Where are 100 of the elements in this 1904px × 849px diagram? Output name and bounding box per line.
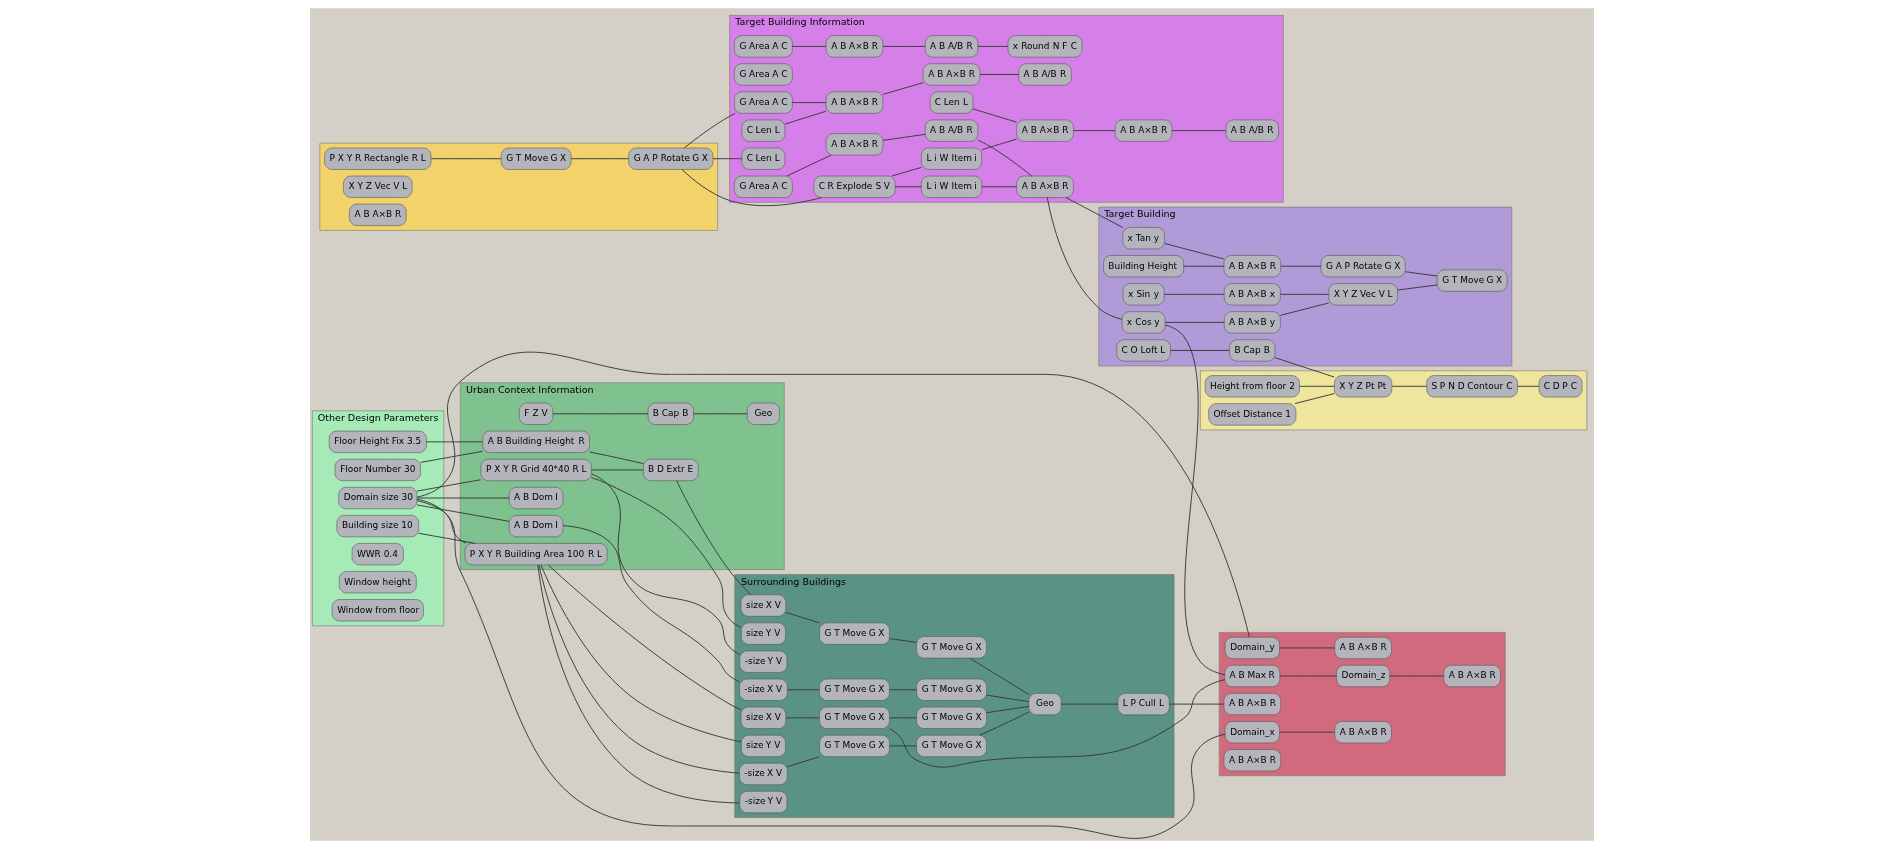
node-box: C Len L xyxy=(741,119,786,142)
node-box: P X Y R Grid 40*40 R L xyxy=(480,458,592,481)
connector xyxy=(882,133,926,141)
node-box: A B A×B R xyxy=(825,35,884,58)
node-box: L i W Item i xyxy=(921,147,982,170)
connector xyxy=(591,477,742,629)
node-box: -size X V xyxy=(739,678,788,701)
node-box: G T Move G X xyxy=(819,622,890,645)
node-box: A B A×B x xyxy=(1223,283,1281,306)
connector xyxy=(1274,357,1335,378)
connector xyxy=(426,441,483,443)
node-box: A B A/B R xyxy=(924,35,979,58)
connector xyxy=(681,169,822,207)
node-box: G T Move G X xyxy=(916,734,987,757)
node-box: Floor Height Fix 3.5 xyxy=(328,430,427,453)
cluster xyxy=(1200,370,1588,431)
node-box: A B A×B R xyxy=(1223,749,1281,772)
connector xyxy=(590,469,644,471)
node-box: C Len L xyxy=(741,147,786,170)
node-box: A B A×B R xyxy=(1223,255,1281,278)
node-box: -size Y V xyxy=(739,791,788,814)
connector xyxy=(1279,647,1336,649)
connector xyxy=(1389,675,1445,677)
connector xyxy=(589,451,644,465)
node-box: Building size 10 xyxy=(336,515,420,538)
connector xyxy=(1391,385,1428,387)
connector xyxy=(418,532,476,544)
connector xyxy=(1404,271,1438,277)
connector xyxy=(676,480,752,596)
node-box: C D P C xyxy=(1538,375,1583,398)
connector xyxy=(1280,302,1330,316)
connector xyxy=(986,705,1030,714)
connector xyxy=(1073,130,1116,132)
node-box: X Y Z Pt Pt xyxy=(1334,375,1393,398)
connector xyxy=(416,500,467,544)
node-box: A B A×B R xyxy=(922,63,981,86)
node-box: Offset Distance 1 xyxy=(1208,403,1297,426)
connector xyxy=(420,450,483,463)
connector xyxy=(540,564,742,743)
node-box: G T Move G X xyxy=(500,147,572,170)
connector xyxy=(416,504,510,522)
cluster xyxy=(319,142,718,231)
connector xyxy=(416,498,1226,839)
connector xyxy=(712,158,743,160)
node-box: G T Move G X xyxy=(916,706,987,729)
connector xyxy=(889,689,918,691)
connector xyxy=(547,564,742,711)
connector xyxy=(416,479,482,492)
connector xyxy=(882,45,926,47)
node-box: Domain_z xyxy=(1336,664,1390,688)
connector xyxy=(1164,321,1225,323)
connector xyxy=(1280,265,1322,267)
node-box: Geo xyxy=(746,402,780,425)
connector xyxy=(1299,385,1335,387)
node-box: WWR 0.4 xyxy=(351,543,404,566)
node-box: B Cap B xyxy=(1229,339,1276,362)
connector xyxy=(791,45,827,47)
node-box: G Area A C xyxy=(734,63,793,86)
connector xyxy=(562,525,740,683)
connector xyxy=(979,711,1030,736)
connector xyxy=(1060,703,1119,705)
node-box: G T Move G X xyxy=(916,678,987,701)
connector xyxy=(1279,731,1336,733)
node-box: Building Height xyxy=(1103,255,1184,278)
node-box: F Z V xyxy=(519,402,554,425)
connector xyxy=(1517,385,1540,387)
node-box: A B Max R xyxy=(1224,664,1281,688)
node-box: A B A/B R xyxy=(1225,119,1279,142)
connector xyxy=(1294,393,1335,405)
connector xyxy=(891,166,922,177)
node-box: x Cos y xyxy=(1121,311,1166,334)
node-box: G Area A C xyxy=(734,35,793,58)
node-box: P X Y R Rectangle R L xyxy=(324,147,432,170)
connector xyxy=(1065,197,1124,228)
connector xyxy=(894,186,922,188)
node-box: A B A×B R xyxy=(1114,119,1173,142)
connector xyxy=(981,186,1017,188)
connector xyxy=(1397,284,1438,291)
node-box: A B Dom I xyxy=(508,515,564,538)
connector xyxy=(889,745,918,747)
connector xyxy=(791,102,827,104)
node-box: A B A/B R xyxy=(924,119,979,142)
node-box: C Len L xyxy=(929,91,974,114)
node-box: Window from floor xyxy=(331,599,424,622)
node-box: Domain size 30 xyxy=(338,486,418,510)
connector xyxy=(1171,130,1227,132)
node-box: L i W Item i xyxy=(921,175,982,198)
node-box: P X Y R Building Area 100 R L xyxy=(464,543,608,566)
connector xyxy=(972,108,1018,123)
node-box: L P Cull L xyxy=(1117,693,1170,716)
node-box: Geo xyxy=(1028,693,1062,716)
node-box: X Y Z Vec V L xyxy=(1328,283,1398,306)
connector xyxy=(977,139,1033,177)
connector xyxy=(1279,675,1337,677)
node-box: G A P Rotate G X xyxy=(1320,255,1406,278)
node-box: A B A×B R xyxy=(349,203,407,226)
connector xyxy=(1163,293,1225,295)
connector xyxy=(683,112,736,149)
node-box: A B A×B R xyxy=(825,91,884,114)
node-box: x Round N F C xyxy=(1007,35,1083,58)
